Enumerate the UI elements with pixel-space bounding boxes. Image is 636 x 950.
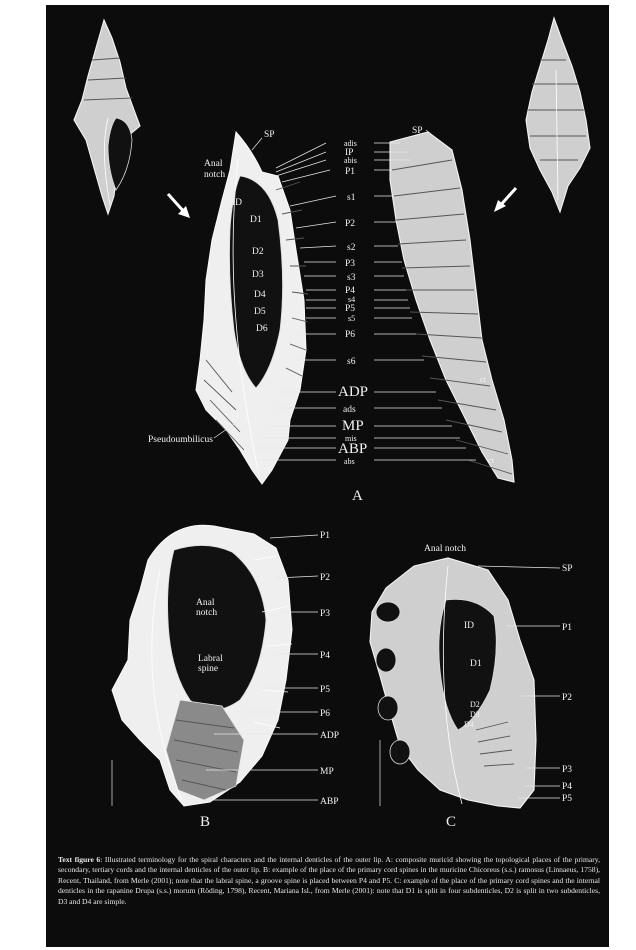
caption-head: Text figure 6: [58, 855, 100, 864]
label-d5: D5: [254, 307, 266, 317]
panel-b-labral-1: Labral: [198, 654, 223, 664]
panel-c-p4: P4: [562, 782, 572, 792]
label-s1: s1: [347, 193, 356, 203]
small-shell-dorsal: [526, 18, 590, 212]
label-sp-right: SP: [412, 126, 423, 136]
panel-c: Anal notch SP P1 P2 P3 P4 P5 ID D1 D2 D3…: [370, 544, 573, 830]
label-p3: P3: [345, 259, 355, 269]
label-s2: s2: [347, 243, 356, 253]
label-adp: ADP: [338, 384, 368, 400]
caption-body: : Illustrated terminology for the spiral…: [58, 855, 600, 906]
panel-b-p4: P4: [320, 651, 330, 661]
panel-b-abp: ABP: [320, 797, 338, 807]
panel-c-d2: D2: [470, 700, 480, 709]
label-d1: D1: [250, 215, 262, 225]
label-pseudoumbilicus: Pseudoumbilicus: [148, 435, 213, 445]
label-p5: P5: [345, 304, 355, 314]
panel-c-anal-notch: Anal notch: [424, 544, 466, 554]
label-s5: s5: [348, 314, 355, 323]
label-abp: ABP: [338, 441, 367, 457]
label-d6: D6: [256, 324, 268, 334]
main-shell-apertural: [196, 132, 308, 484]
label-id: ID: [232, 198, 242, 208]
label-sp-left: SP: [264, 130, 275, 140]
panel-c-id: ID: [464, 621, 474, 631]
panel-b-p1: P1: [320, 531, 330, 541]
panel-c-d1: D1: [470, 659, 482, 669]
label-s3: s3: [347, 273, 356, 283]
panel-c-p3: P3: [562, 765, 572, 775]
panel-c-d3: D3: [470, 710, 480, 719]
label-anal-notch-1: Anal: [204, 159, 223, 169]
panel-c-p1: P1: [562, 623, 572, 633]
label-p1: P1: [345, 167, 355, 177]
panel-b-p6: P6: [320, 709, 330, 719]
label-mp: MP: [342, 418, 364, 434]
panel-b-p3: P3: [320, 609, 330, 619]
panel-b-p2: P2: [320, 573, 330, 583]
arrow-left: [168, 194, 190, 218]
label-s6: s6: [347, 357, 356, 367]
panel-b-p5: P5: [320, 685, 330, 695]
panel-c-sp: SP: [562, 564, 573, 574]
panel-b-labral-2: spine: [198, 664, 218, 674]
panel-b-mp: MP: [320, 767, 334, 777]
label-adis: adis: [344, 139, 357, 148]
arrow-right: [494, 188, 516, 212]
label-s4: s4: [348, 295, 355, 304]
label-d2: D2: [252, 247, 264, 257]
label-abis: abis: [344, 156, 357, 165]
panel-c-d4: D4: [464, 720, 474, 729]
label-abs: abs: [344, 457, 355, 466]
label-ct-1: ct: [480, 375, 487, 384]
small-shell-apertural: [74, 20, 140, 214]
figure-caption: Text figure 6: Illustrated terminology f…: [58, 855, 600, 907]
label-p6: P6: [345, 330, 355, 340]
label-d3: D3: [252, 270, 264, 280]
panel-a: SP Anal notch ID D1 D2 D3 D4 D5 D6 Pseud…: [74, 18, 590, 504]
panel-c-p5: P5: [562, 794, 572, 804]
panel-b-anal-2: notch: [196, 608, 217, 618]
panel-label-a: A: [352, 488, 363, 504]
panel-label-c: C: [446, 814, 456, 830]
panel-c-p2: P2: [562, 693, 572, 703]
panel-b: Anal notch Labral spine P1 P2 P3 P4 P5 P…: [112, 525, 339, 830]
label-ct-2: ct: [488, 456, 495, 465]
label-anal-notch-2: notch: [204, 170, 225, 180]
panel-b-adp: ADP: [320, 731, 339, 741]
panel-b-anal-1: Anal: [196, 598, 215, 608]
main-shell-dorsal: [390, 132, 514, 482]
label-p2: P2: [345, 219, 355, 229]
label-ads: ads: [343, 405, 356, 415]
label-d4: D4: [254, 290, 266, 300]
panel-label-b: B: [200, 814, 210, 830]
